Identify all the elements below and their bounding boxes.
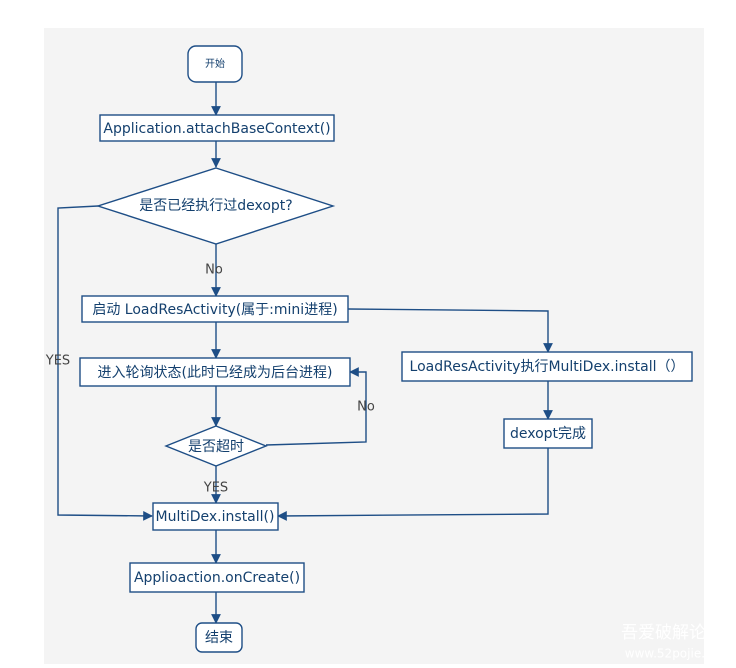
watermark-line1: 吾爱破解论坛 [621, 623, 723, 643]
edge-label-yes-left: YES [45, 354, 70, 369]
launch-label: 启动 LoadResActivity(属于:mini进程) [92, 302, 337, 318]
dexopt-done-label: dexopt完成 [510, 426, 586, 442]
edge-dexopt-to-multidex [277, 448, 549, 521]
poll-label: 进入轮询状态(此时已经成为后台进程) [98, 365, 333, 381]
attach-node: Application.attachBaseContext() [99, 114, 335, 142]
end-node: 结束 [195, 622, 243, 653]
start-node: 开始 [187, 45, 243, 83]
oncreate-node: Applioaction.onCreate() [129, 562, 305, 593]
timeout-decision-node: 是否超时 [164, 425, 268, 467]
multidex-install-label: MultiDex.install() [156, 509, 275, 525]
edge-label-no-2: No [357, 400, 375, 415]
edge-yes-to-multidex [57, 205, 153, 521]
edge-timeout-no-loop [265, 367, 367, 446]
start-label: 开始 [205, 57, 225, 70]
edge-label-yes-2: YES [203, 481, 228, 496]
dexopt-done-node: dexopt完成 [503, 418, 593, 449]
watermark-line2: www.52pojie.cn [625, 647, 719, 661]
launch-node: 启动 LoadResActivity(属于:mini进程) [81, 295, 349, 323]
loadres-install-label: LoadResActivity执行MultiDex.install（） [410, 359, 685, 375]
edge-label-no-1: No [205, 263, 223, 278]
end-label: 结束 [205, 630, 233, 646]
edge-launch-to-loadres [347, 308, 553, 353]
timeout-decision-label: 是否超时 [188, 439, 244, 455]
edges [57, 82, 553, 624]
poll-node: 进入轮询状态(此时已经成为后台进程) [79, 357, 351, 387]
oncreate-label: Applioaction.onCreate() [134, 570, 300, 586]
dexopt-decision-label: 是否已经执行过dexopt? [139, 198, 292, 214]
attach-label: Application.attachBaseContext() [103, 121, 330, 137]
loadres-install-node: LoadResActivity执行MultiDex.install（） [401, 351, 693, 382]
dexopt-decision-node: 是否已经执行过dexopt? [95, 167, 336, 245]
multidex-install-node: MultiDex.install() [152, 502, 279, 531]
